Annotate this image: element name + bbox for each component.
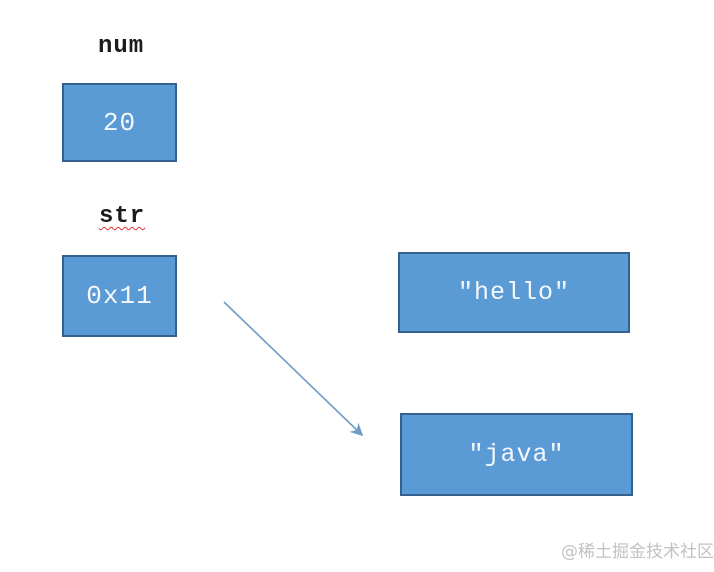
hello-value-text: ″hello″ [457,278,571,307]
str-value-text: 0x11 [86,281,153,311]
memory-box-str: 0x11 [62,255,177,337]
watermark-text: @稀土掘金技术社区 [561,542,714,562]
memory-box-java: ″java″ [400,413,633,496]
variable-label-num: num [98,33,145,60]
java-value-text: ″java″ [468,440,565,469]
memory-box-hello: ″hello″ [398,252,630,333]
num-value-text: 20 [102,107,137,138]
memory-box-num: 20 [62,83,177,162]
variable-label-str: str [99,203,146,230]
